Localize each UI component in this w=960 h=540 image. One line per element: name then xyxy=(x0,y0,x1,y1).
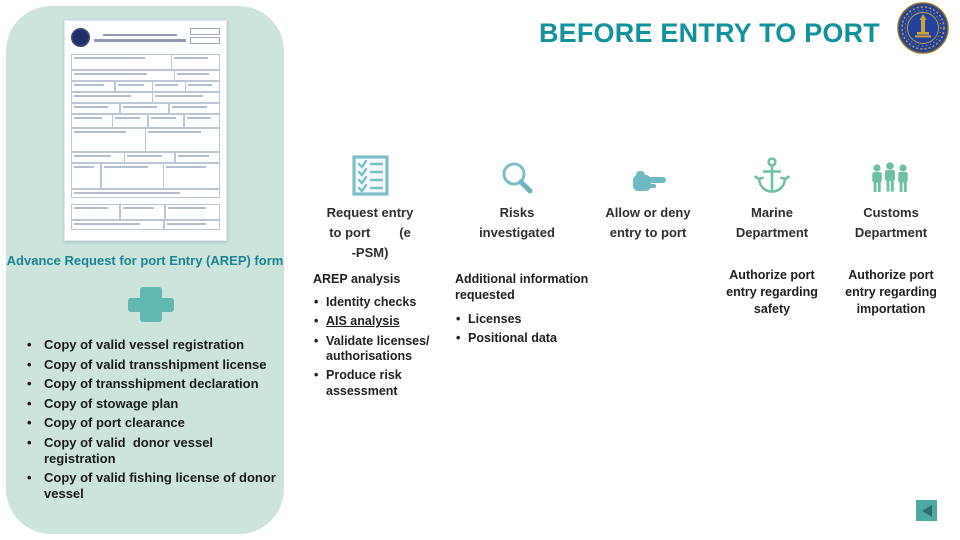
list-item: Copy of valid donor vessel registration xyxy=(24,435,278,466)
back-arrow-icon xyxy=(921,504,932,517)
anchor-icon xyxy=(754,157,790,193)
arep-analysis-block: AREP analysis Identity checks AIS analys… xyxy=(313,271,453,403)
plus-icon xyxy=(128,287,174,322)
list-item: Copy of stowage plan xyxy=(24,396,278,412)
flow-step-risks-investigated: Risks investigated xyxy=(452,150,582,243)
list-item: Copy of valid transshipment license xyxy=(24,357,278,373)
form-seal-icon xyxy=(71,28,90,47)
additional-info-header: Additional information requested xyxy=(455,272,589,303)
list-item: Positional data xyxy=(455,331,607,347)
list-item: Identity checks xyxy=(313,295,453,311)
list-item: Copy of transshipment declaration xyxy=(24,376,278,392)
flow-step-label: Customs Department xyxy=(854,205,928,241)
flow-step-label: Risks investigated xyxy=(479,205,555,241)
flow-step-label: Allow or deny entry to port xyxy=(605,205,691,241)
arep-panel: Advance Request for port Entry (AREP) fo… xyxy=(6,6,284,534)
arep-form-caption: Advance Request for port Entry (AREP) fo… xyxy=(6,253,284,268)
flow-step-marine-department: Marine Department xyxy=(712,150,832,243)
checklist-icon xyxy=(351,155,389,196)
requirements-list: Copy of valid vessel registration Copy o… xyxy=(24,337,278,505)
list-item: Produce risk assessment xyxy=(313,368,453,399)
department-seal-logo xyxy=(897,2,949,54)
arep-form-thumbnail xyxy=(64,20,227,241)
back-button[interactable] xyxy=(916,500,937,521)
list-item: Copy of valid vessel registration xyxy=(24,337,278,353)
flow-step-label: Request entry to port (e -PSM) xyxy=(326,205,414,261)
pointing-hand-icon xyxy=(633,171,666,191)
form-header xyxy=(71,28,220,52)
list-item: Copy of valid fishing license of donor v… xyxy=(24,470,278,501)
magnifier-icon xyxy=(502,162,533,194)
additional-info-block: Additional information requested License… xyxy=(455,271,607,350)
flow-step-allow-deny: Allow or deny entry to port xyxy=(586,150,710,243)
customs-authorize-note: Authorize port entry regarding importati… xyxy=(845,268,937,316)
list-item: Licenses xyxy=(455,312,607,328)
flow-step-request-entry: Request entry to port (e -PSM) xyxy=(298,150,442,263)
ais-analysis-link[interactable]: AIS analysis xyxy=(313,314,453,330)
people-icon xyxy=(872,162,908,192)
marine-authorize-note: Authorize port entry regarding safety xyxy=(726,268,818,316)
form-grid xyxy=(70,53,220,230)
flow-step-label: Marine Department xyxy=(735,205,809,241)
page-title: BEFORE ENTRY TO PORT xyxy=(538,18,880,48)
flow-step-customs-department: Customs Department xyxy=(832,150,950,243)
list-item: Copy of port clearance xyxy=(24,415,278,431)
arep-analysis-header: AREP analysis xyxy=(313,272,401,286)
list-item: Validate licenses/ authorisations xyxy=(313,334,453,365)
